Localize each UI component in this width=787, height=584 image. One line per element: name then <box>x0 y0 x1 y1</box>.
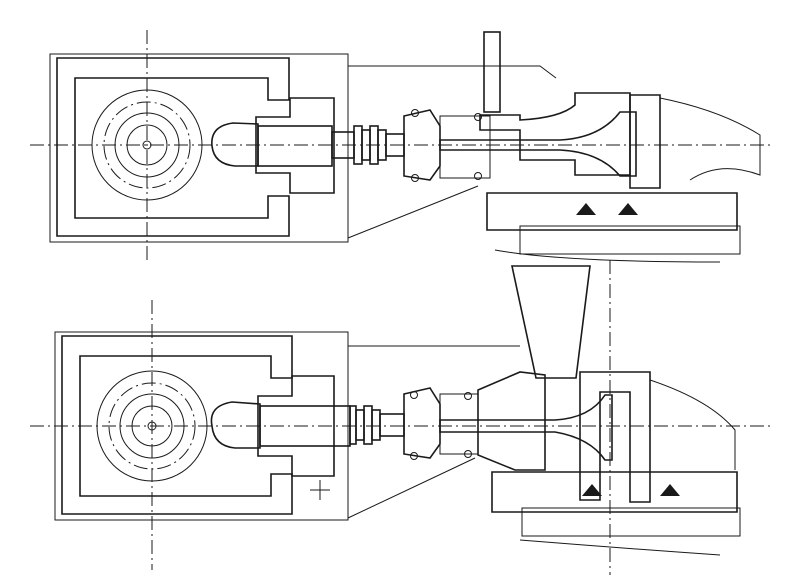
lower-coupling <box>403 387 479 460</box>
upper-base-details <box>494 203 741 263</box>
upper-base-plate <box>486 192 738 231</box>
lower-valve-stem <box>439 394 613 461</box>
lower-outline <box>310 345 736 519</box>
upper-centerlines <box>30 30 770 262</box>
upper-valve-body <box>479 92 631 176</box>
lower-view <box>30 260 770 575</box>
lower-centerlines <box>30 260 770 575</box>
upper-housing-frame <box>49 53 349 243</box>
upper-outline <box>347 65 761 239</box>
lower-base-details <box>519 484 741 556</box>
upper-view <box>30 30 770 263</box>
lower-crosshead-block <box>257 375 335 477</box>
upper-lever <box>483 31 501 113</box>
lower-base-plate <box>491 471 738 513</box>
lower-piston-rod <box>210 401 405 449</box>
upper-crosshead-block <box>255 97 335 194</box>
lower-seat-block <box>579 371 651 503</box>
upper-seat-block <box>629 94 661 189</box>
upper-valve-stem <box>439 111 637 177</box>
lower-hopper <box>511 265 591 379</box>
lower-valve-body <box>477 371 546 471</box>
